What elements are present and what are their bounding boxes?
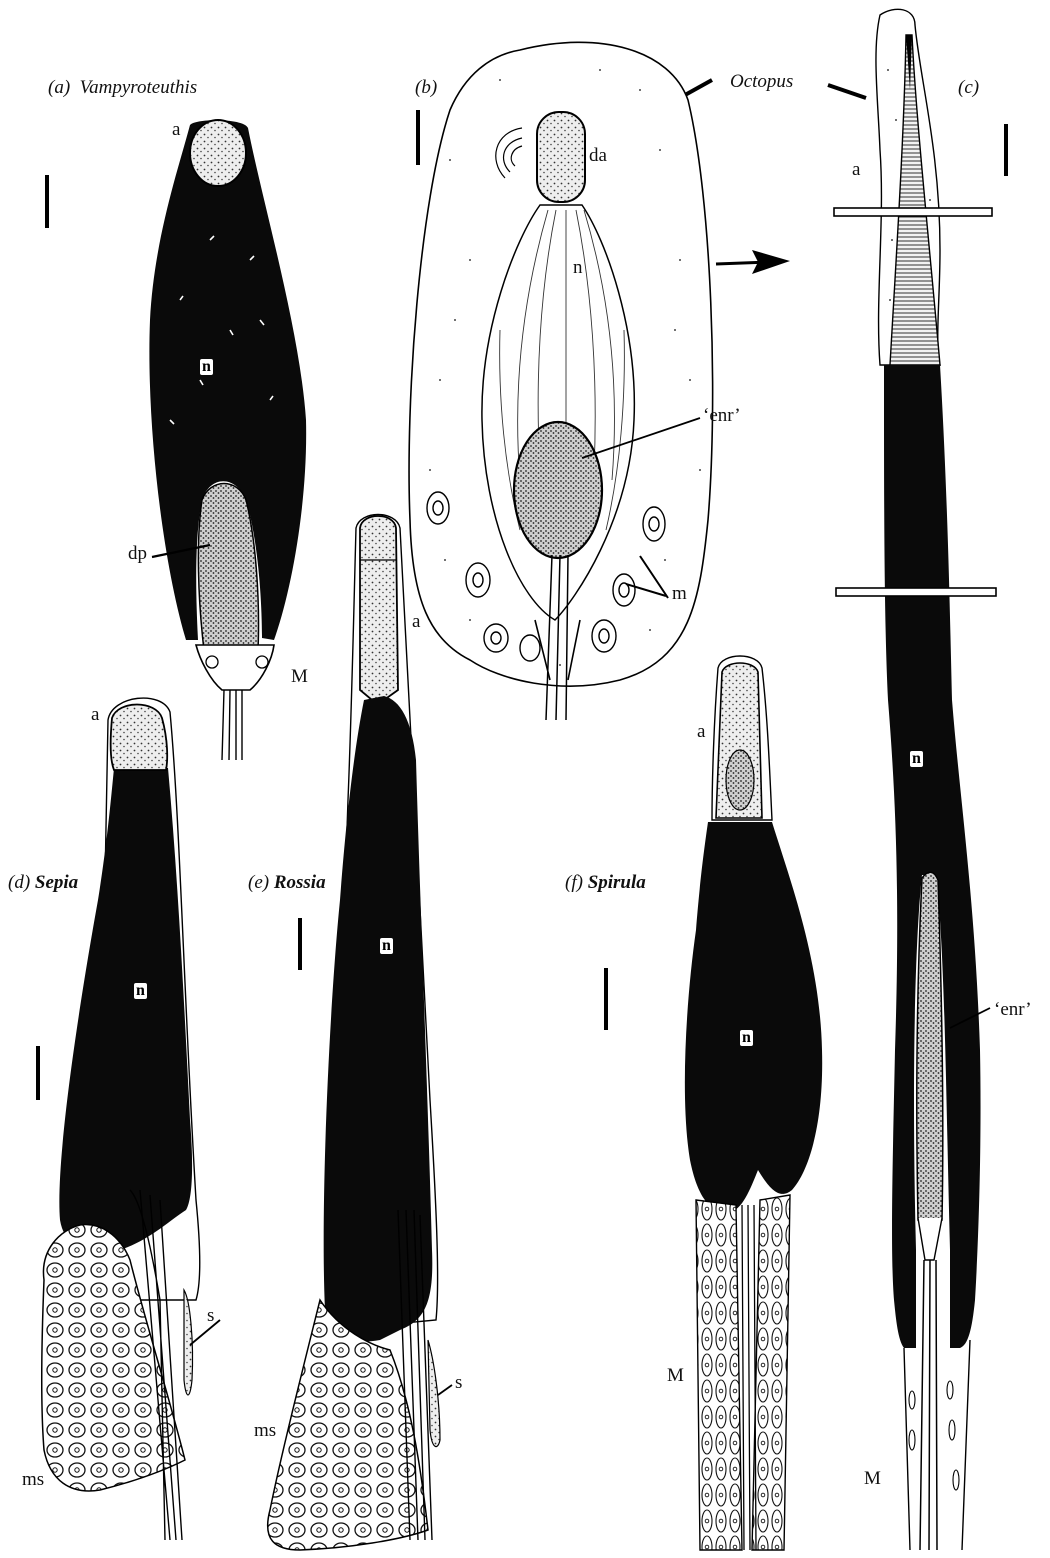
panel-c-drawing — [834, 9, 1006, 1550]
enr-b — [514, 422, 602, 558]
enr-c — [917, 872, 943, 1220]
label-f-acrosome: a — [697, 722, 705, 741]
label-a-nucleus: n — [200, 359, 213, 375]
label-b-m: m — [672, 584, 687, 603]
caption-f-genus: Spirula — [588, 872, 646, 893]
label-c-M: M — [864, 1469, 881, 1488]
midpiece-e — [268, 1300, 428, 1550]
caption-a-letter: (a) — [48, 77, 70, 98]
label-d-ms: ms — [22, 1470, 44, 1489]
caption-d-genus: Sepia — [35, 872, 78, 893]
caption-d-letter: (d) — [8, 872, 30, 893]
label-d-s: s — [207, 1306, 214, 1325]
panel-f-drawing — [606, 656, 822, 1550]
label-c-acrosome: a — [852, 160, 860, 179]
caption-b-letter: (b) — [415, 78, 437, 97]
label-e-acrosome: a — [412, 612, 420, 631]
acrosome-b — [537, 112, 585, 202]
label-c-enr: ‘enr’ — [994, 1000, 1032, 1019]
panel-b-drawing — [409, 42, 866, 720]
acrosome-d — [111, 705, 168, 771]
nucleus-e — [324, 696, 433, 1342]
label-c-nucleus: n — [910, 751, 923, 767]
label-a-dp: dp — [128, 544, 147, 563]
label-b-da: da — [589, 146, 607, 165]
midpiece-f-right — [752, 1195, 790, 1550]
caption-d: (d) Sepia — [8, 873, 78, 892]
label-a-M: M — [291, 667, 308, 686]
caption-octopus: Octopus — [730, 72, 793, 91]
label-d-nucleus: n — [134, 983, 147, 999]
label-f-M: M — [667, 1366, 684, 1385]
acrosome-e — [360, 516, 398, 700]
caption-e-genus: Rossia — [274, 872, 326, 893]
panel-a-drawing — [47, 120, 306, 760]
caption-e: (e) Rossia — [248, 873, 326, 892]
octopus-bracket-right — [828, 85, 866, 98]
label-e-nucleus: n — [380, 938, 393, 954]
caption-f-letter: (f) — [565, 872, 583, 893]
label-e-s: s — [455, 1373, 462, 1392]
caption-a: (a) Vampyroteuthis — [48, 78, 197, 97]
caption-f: (f) Spirula — [565, 873, 646, 892]
caption-a-genus: Vampyroteuthis — [80, 77, 198, 98]
label-a-acrosome: a — [172, 120, 180, 139]
label-f-nucleus: n — [740, 1030, 753, 1046]
label-b-enr: ‘enr’ — [703, 406, 741, 425]
acrosome-a — [190, 120, 246, 186]
midpiece-f — [696, 1200, 742, 1550]
caption-e-letter: (e) — [248, 872, 269, 893]
label-b-n: n — [573, 258, 583, 277]
panel-d-drawing — [38, 698, 220, 1540]
nucleus-f — [685, 822, 822, 1212]
caption-c-letter: (c) — [958, 78, 979, 97]
label-d-acrosome: a — [91, 705, 99, 724]
label-e-ms: ms — [254, 1421, 276, 1440]
nucleus-d — [59, 768, 192, 1252]
